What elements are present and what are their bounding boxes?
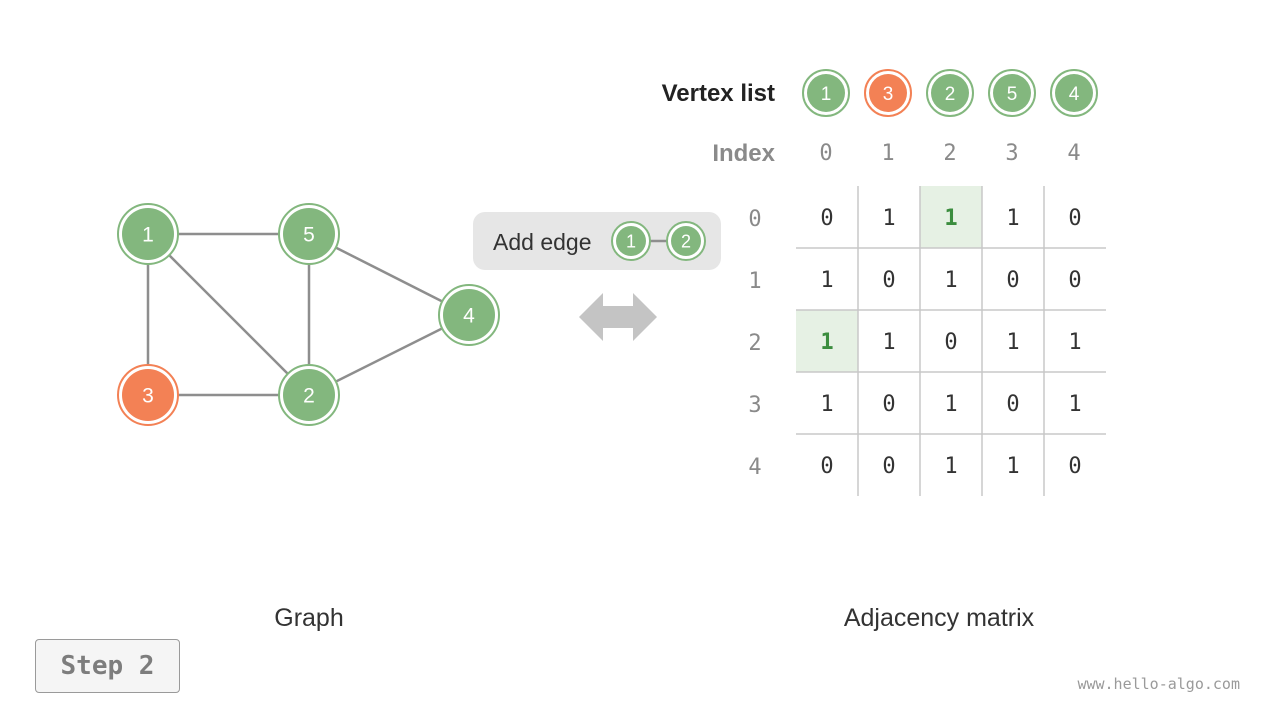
graph-edge-1-2 <box>147 233 310 396</box>
graph-vertex-2-label: 2 <box>303 385 315 408</box>
matrix-cell: 0 <box>944 330 957 355</box>
matrix-caption: Adjacency matrix <box>844 604 1035 632</box>
graph-vertex-1-label: 1 <box>142 224 154 247</box>
graph-vertex-5-fill <box>283 208 335 260</box>
vertex-list-item: 4 <box>1050 69 1098 117</box>
matrix-cell: 0 <box>1068 454 1081 479</box>
index-value: 3 <box>1005 141 1018 166</box>
graph-vertex-2-fill <box>283 369 335 421</box>
graph-vertex-1-fill <box>122 208 174 260</box>
add-edge-vertex-to-label: 2 <box>681 231 691 251</box>
vertex-list-item-fill <box>993 74 1031 112</box>
graph-caption: Graph <box>274 604 343 632</box>
matrix-cell: 1 <box>1006 454 1019 479</box>
matrix-cell-highlighted: 1 <box>820 330 833 355</box>
matrix-row-label: 0 <box>748 207 761 232</box>
matrix-cell: 1 <box>1068 392 1081 417</box>
add-edge-vertex-to-fill <box>671 226 701 256</box>
vertex-list-item-fill <box>1055 74 1093 112</box>
index-value: 1 <box>881 141 894 166</box>
graph-vertex-5: 5 <box>278 203 340 265</box>
vertex-list-item-label: 1 <box>821 84 832 105</box>
graph-vertex-4-label: 4 <box>463 305 475 328</box>
index-label: Index <box>712 140 775 167</box>
graph-vertex-4-fill <box>443 289 495 341</box>
add-edge-vertex-to: 2 <box>666 221 706 261</box>
step-label: Step 2 <box>35 639 180 693</box>
vertex-list-item-label: 3 <box>883 84 894 105</box>
matrix-row-label: 2 <box>748 331 761 356</box>
add-edge-vertex-from-fill <box>616 226 646 256</box>
index-value: 4 <box>1067 141 1080 166</box>
vertex-list-item: 2 <box>926 69 974 117</box>
matrix-cell: 0 <box>1068 268 1081 293</box>
matrix-cell: 0 <box>1006 268 1019 293</box>
matrix-cell: 1 <box>882 330 895 355</box>
matrix-cell: 1 <box>944 454 957 479</box>
matrix-cell: 0 <box>820 454 833 479</box>
index-value: 0 <box>819 141 832 166</box>
add-edge-vertex-from: 1 <box>611 221 651 261</box>
matrix-cell: 1 <box>944 392 957 417</box>
vertex-list-item-label: 2 <box>945 84 956 105</box>
matrix-cell: 1 <box>944 268 957 293</box>
matrix-cell: 1 <box>820 268 833 293</box>
matrix-cell: 0 <box>882 454 895 479</box>
vertex-list-item: 1 <box>802 69 850 117</box>
adjacency-matrix: 0 1 2 3 4 0 1 1 1 0 1 0 1 0 0 1 1 0 1 1 1 0 1 0 1 0 0 1 1 0 <box>748 186 1106 496</box>
vertex-list-item-fill <box>931 74 969 112</box>
highlighted-cell <box>796 310 858 372</box>
graph-vertex-2: 2 <box>278 364 340 426</box>
matrix-cell: 0 <box>1006 392 1019 417</box>
add-edge-vertex-from-label: 1 <box>626 231 636 251</box>
matrix-cell: 1 <box>882 206 895 231</box>
index-value: 2 <box>943 141 956 166</box>
watermark: www.hello-algo.com <box>1077 675 1240 693</box>
graph-vertex-5-label: 5 <box>303 224 315 247</box>
graph-vertex-3-label: 3 <box>142 385 154 408</box>
vertex-list-item: 3 <box>864 69 912 117</box>
matrix-cell: 0 <box>1068 206 1081 231</box>
matrix-cell: 1 <box>1006 330 1019 355</box>
matrix-cell: 0 <box>882 268 895 293</box>
matrix-cell: 0 <box>882 392 895 417</box>
vertex-list-item: 5 <box>988 69 1036 117</box>
graph-vertex-4: 4 <box>438 284 500 346</box>
vertex-list: 1 3 2 5 4 <box>802 69 1098 117</box>
vertex-list-item-label: 5 <box>1007 84 1018 105</box>
matrix-row-label: 3 <box>748 393 761 418</box>
matrix-row-label: 4 <box>748 455 761 480</box>
index-values: 0 1 2 3 4 <box>819 141 1080 166</box>
add-edge-label: Add edge <box>493 229 591 255</box>
graph-vertex-1: 1 <box>117 203 179 265</box>
matrix-cell: 0 <box>820 206 833 231</box>
vertex-list-item-fill <box>869 74 907 112</box>
matrix-row-label: 1 <box>748 269 761 294</box>
vertex-list-label: Vertex list <box>662 80 775 107</box>
matrix-cell: 1 <box>820 392 833 417</box>
vertex-list-item-label: 4 <box>1069 84 1080 105</box>
graph-vertex-3-fill <box>122 369 174 421</box>
add-edge-panel-bg <box>473 212 721 270</box>
graph-vertices: 1 5 4 3 2 <box>117 203 500 426</box>
graph-vertex-3: 3 <box>117 364 179 426</box>
highlighted-cell <box>920 186 982 248</box>
matrix-cell: 1 <box>1068 330 1081 355</box>
double-arrow-icon <box>579 293 657 341</box>
matrix-cell: 1 <box>1006 206 1019 231</box>
vertex-list-item-fill <box>807 74 845 112</box>
matrix-cell-highlighted: 1 <box>944 206 957 231</box>
